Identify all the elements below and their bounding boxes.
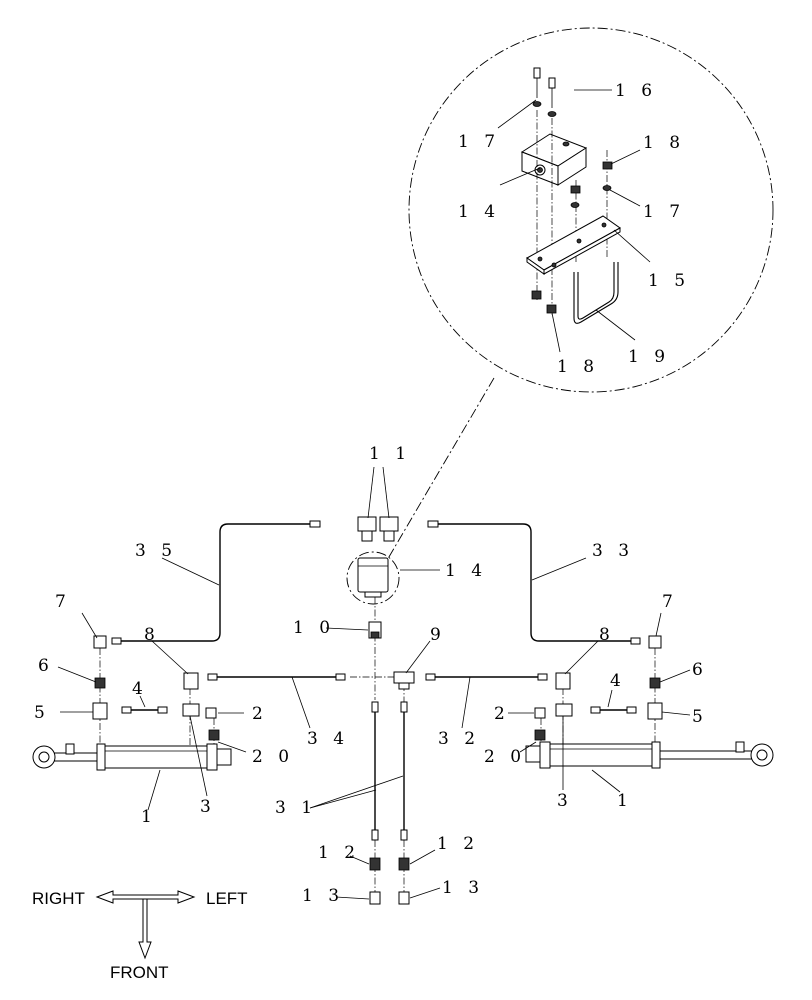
label-10: 1 0 [293, 618, 335, 638]
label-1-left: 1 [617, 791, 633, 811]
fittings [92, 621, 663, 905]
label-4-left: 4 [610, 671, 626, 691]
label-8-right: 8 [144, 625, 160, 645]
label-3-left: 3 [557, 791, 573, 811]
mounting-plate [526, 215, 621, 275]
label-4-right: 4 [132, 679, 148, 699]
detail-view [385, 27, 774, 563]
cylinder-left-side [525, 741, 774, 769]
label-20-right: 2 0 [252, 747, 294, 767]
detail-circle [408, 27, 774, 393]
label-7-left: 7 [662, 592, 678, 612]
label-14-main: 1 4 [445, 561, 487, 581]
label-35: 3 5 [135, 541, 177, 561]
direction-right-label: RIGHT [32, 889, 85, 908]
label-16: 1 6 [615, 81, 657, 101]
detail-leader [385, 377, 495, 563]
label-17-upper: 1 7 [458, 132, 500, 152]
direction-indicator [95, 890, 196, 960]
label-12-right: 1 2 [318, 843, 360, 863]
label-2-left: 2 [494, 704, 510, 724]
label-33: 3 3 [592, 541, 634, 561]
label-3-right: 3 [200, 797, 216, 817]
label-7-right: 7 [55, 592, 71, 612]
cylinder-right-side [32, 743, 232, 771]
label-5-right: 5 [34, 703, 50, 723]
label-32: 3 2 [438, 729, 480, 749]
label-13-right: 1 3 [302, 886, 344, 906]
label-17-right: 1 7 [643, 202, 685, 222]
label-15: 1 5 [648, 271, 690, 291]
direction-left-label: LEFT [206, 889, 248, 908]
direction-front-label: FRONT [110, 963, 169, 982]
hoses [120, 523, 632, 830]
label-34: 3 4 [307, 729, 349, 749]
u-bolt [573, 262, 619, 324]
valve-block-main [346, 551, 400, 605]
label-20-left: 2 0 [484, 747, 526, 767]
label-11: 1 1 [369, 444, 411, 464]
label-19: 1 9 [628, 347, 670, 367]
leader-lines [57, 466, 691, 900]
valve-block-detail [520, 133, 588, 186]
nuts-washers [531, 161, 613, 314]
label-5-left: 5 [692, 707, 708, 727]
label-18-lower: 1 8 [557, 357, 599, 377]
label-8-left: 8 [599, 625, 615, 645]
label-14-detail: 1 4 [458, 202, 500, 222]
label-12-left: 1 2 [437, 834, 479, 854]
label-13-left: 1 3 [442, 878, 484, 898]
label-9: 9 [430, 625, 446, 645]
label-1-right: 1 [141, 807, 157, 827]
hose-ends [111, 520, 641, 841]
label-2-right: 2 [252, 704, 268, 724]
label-6-left: 6 [692, 660, 708, 680]
elbow-fittings [357, 516, 399, 542]
direction-labels: RIGHT LEFT FRONT [32, 889, 248, 982]
bolts [532, 67, 557, 117]
part-labels: 1 6 1 7 1 8 1 4 1 7 1 5 1 9 1 8 1 1 3 5 … [34, 81, 708, 906]
label-18-upper: 1 8 [643, 133, 685, 153]
label-31: 3 1 [275, 798, 317, 818]
label-6-right: 6 [38, 656, 54, 676]
